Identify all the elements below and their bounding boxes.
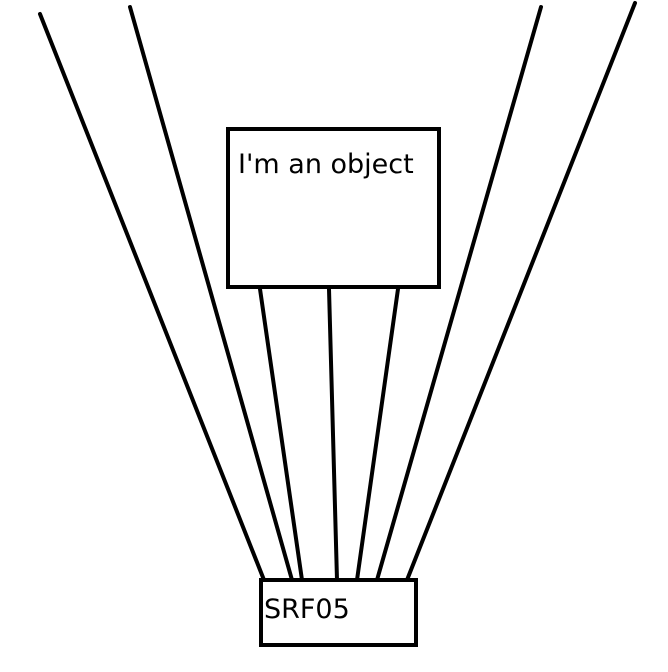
outer-beams xyxy=(38,1,637,582)
beam-reflect-left xyxy=(258,287,304,582)
beam-reflect-right xyxy=(355,287,400,582)
sensor-box-label: SRF05 xyxy=(264,594,350,625)
object-box-label: I'm an object xyxy=(238,149,414,180)
object-box-frame xyxy=(226,127,441,289)
sensor-box-frame xyxy=(259,578,418,647)
reflected-beams xyxy=(258,287,400,582)
sensor-box: SRF05 xyxy=(259,578,418,647)
object-box: I'm an object xyxy=(226,127,441,289)
beam-outer-left-1 xyxy=(38,12,266,582)
beam-reflect-center xyxy=(327,287,339,582)
beam-outer-left-2 xyxy=(128,5,294,582)
beam-outer-right-1 xyxy=(375,5,543,582)
beam-outer-right-2 xyxy=(405,1,637,582)
